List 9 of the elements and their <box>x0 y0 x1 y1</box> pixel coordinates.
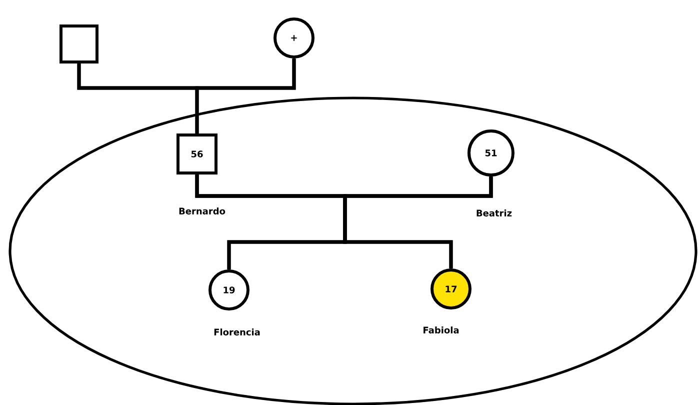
male-square <box>60 24 98 64</box>
family-line <box>343 176 493 268</box>
family-line <box>195 58 296 134</box>
name-label: Beatriz <box>476 210 512 216</box>
name-label: Florencia <box>214 328 260 336</box>
household-ellipse <box>8 96 698 405</box>
male-square: 56 <box>176 134 218 174</box>
name-label: Fabiola <box>424 326 459 334</box>
name-label: Bernardo <box>179 208 226 214</box>
